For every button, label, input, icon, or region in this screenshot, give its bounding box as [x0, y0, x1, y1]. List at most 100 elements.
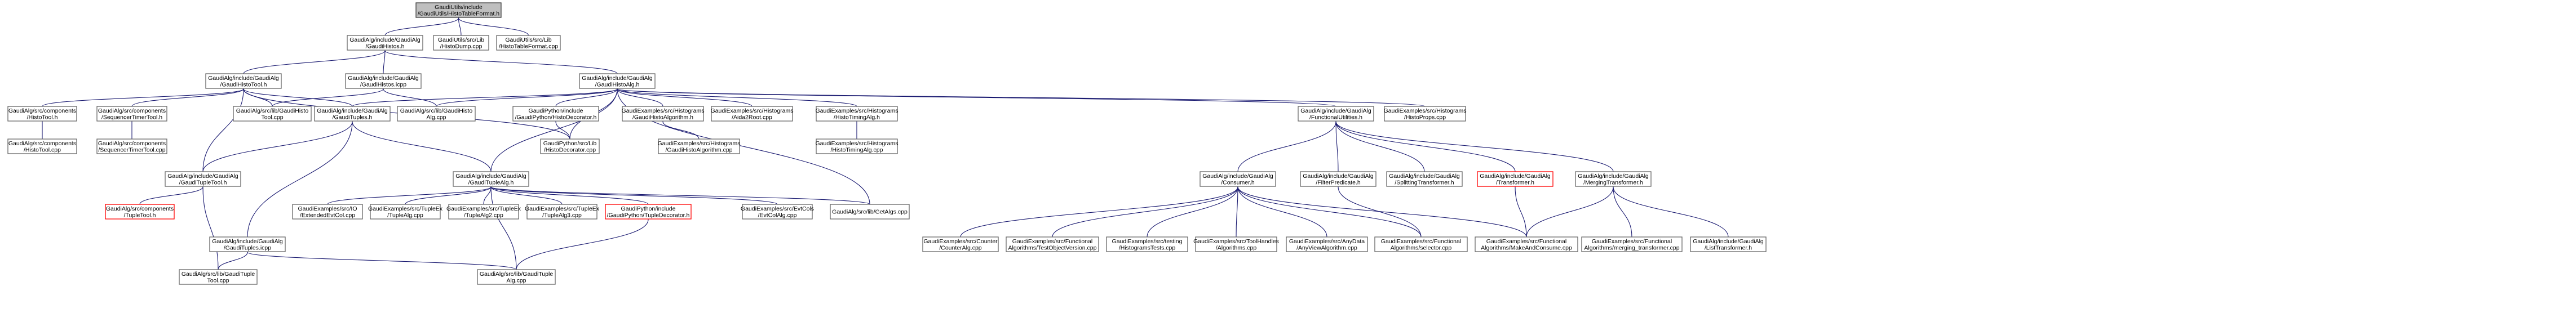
- file-node-label: GaudiAlg/include/GaudiAlg: [167, 173, 238, 180]
- file-node-label: /Consumer.h: [1221, 180, 1255, 186]
- file-node-label: GaudiAlg/include/GaudiAlg: [348, 75, 419, 82]
- file-node[interactable]: GaudiUtils/src/Lib/HistoDump.cpp: [433, 35, 489, 51]
- file-node[interactable]: GaudiExamples/src/Histograms/GaudiHistoA…: [657, 138, 741, 154]
- file-node-label: GaudiAlg/src/lib/GaudiTuple: [182, 271, 255, 278]
- file-node[interactable]: GaudiAlg/include/GaudiAlg/ListTransforme…: [1690, 236, 1767, 252]
- file-node[interactable]: GaudiExamples/src/ToolHandles/Algorithms…: [1193, 236, 1279, 252]
- file-node-box: [1300, 171, 1376, 187]
- file-node-label: GaudiAlg/include/GaudiAlg: [208, 75, 279, 82]
- file-node[interactable]: GaudiAlg/src/lib/GaudiTupleAlg.cpp: [477, 269, 556, 285]
- file-node-label: /GaudiTuples.h: [333, 114, 373, 121]
- file-node-label: /GaudiUtils/HistoTableFormat.h: [418, 11, 499, 17]
- file-node-label: /SequencerTimerTool.cpp: [98, 147, 165, 154]
- file-node[interactable]: GaudiAlg/include/GaudiAlg/Consumer.h: [1200, 171, 1276, 187]
- dependency-edge: [218, 247, 250, 270]
- file-node-box: [496, 35, 561, 51]
- file-node[interactable]: GaudiExamples/src/Counter/CounterAlg.cpp: [922, 236, 999, 252]
- file-node[interactable]: GaudiAlg/include/GaudiAlg/GaudiTuples.ic…: [209, 236, 286, 252]
- file-node-box: [165, 171, 241, 187]
- file-node-box: [1200, 171, 1276, 187]
- file-node-label: /HistoDump.cpp: [440, 43, 483, 50]
- file-node-label: /GaudiHistos.icpp: [360, 82, 406, 88]
- dependency-edge: [247, 117, 355, 238]
- file-node[interactable]: GaudiExamples/src/TupleEx/TupleAlg.cpp: [368, 204, 443, 220]
- dependency-edge: [272, 84, 386, 107]
- file-node[interactable]: GaudiAlg/include/GaudiAlg/Transformer.h: [1477, 171, 1553, 187]
- file-node[interactable]: GaudiExamples/src/Histograms/HistoTiming…: [815, 106, 898, 122]
- file-node[interactable]: GaudiExamples/src/TupleEx/TupleAlg3.cpp: [525, 204, 600, 220]
- file-node[interactable]: GaudiAlg/include/GaudiAlg/GaudiHistos.ic…: [345, 73, 422, 89]
- dependency-edge: [1236, 182, 1327, 238]
- file-node[interactable]: GaudiPython/src/Lib/HistoDecorator.cpp: [540, 138, 600, 154]
- dependency-edge: [1236, 182, 1240, 238]
- file-node-box: [345, 73, 422, 89]
- file-node[interactable]: GaudiAlg/src/lib/GetAlgs.cpp: [830, 204, 910, 220]
- file-node[interactable]: GaudiAlg/include/GaudiAlg/GaudiTupleAlg.…: [453, 171, 529, 187]
- file-node[interactable]: GaudiAlg/src/components/SequencerTimerTo…: [96, 138, 167, 154]
- file-node[interactable]: GaudiExamples/src/Histograms/HistoProps.…: [1383, 106, 1467, 122]
- file-node-label: GaudiAlg/include/GaudiAlg: [212, 238, 283, 245]
- file-node[interactable]: GaudiExamples/src/EvtCols/EvtColAlg.cpp: [741, 204, 814, 220]
- file-node[interactable]: GaudiAlg/src/components/HistoTool.h: [7, 106, 77, 122]
- file-node[interactable]: GaudiExamples/src/Histograms/Aida2Root.c…: [710, 106, 794, 122]
- file-node-label: /GaudiTuples.icpp: [224, 245, 271, 252]
- file-node[interactable]: GaudiExamples/src/FunctionalAlgorithms/M…: [1475, 236, 1578, 252]
- file-node[interactable]: GaudiAlg/include/GaudiAlg/MergingTransfo…: [1575, 171, 1652, 187]
- file-node[interactable]: GaudiPython/include/GaudiPython/TupleDec…: [605, 204, 692, 220]
- file-node[interactable]: GaudiPython/include/GaudiPython/HistoDec…: [512, 106, 599, 122]
- file-node[interactable]: GaudiExamples/src/Histograms/GaudiHistoA…: [621, 106, 705, 122]
- file-node-label: GaudiAlg/src/components: [8, 108, 76, 114]
- file-node-box: [816, 106, 898, 122]
- file-node-label: GaudiPython/include: [529, 108, 583, 114]
- dependency-edge: [1513, 182, 1527, 238]
- file-node-label: /TupleAlg.cpp: [387, 212, 423, 219]
- file-node-label: Alg.cpp: [506, 278, 526, 284]
- file-node[interactable]: GaudiAlg/include/GaudiAlg/FunctionalUtil…: [1298, 106, 1374, 122]
- file-node-box: [96, 106, 167, 122]
- file-node-box: [1195, 236, 1277, 252]
- file-node-label: /HistogramsTests.cpp: [1119, 245, 1176, 252]
- file-node[interactable]: GaudiAlg/include/GaudiAlg/FilterPredicat…: [1300, 171, 1376, 187]
- file-node-box: [415, 2, 502, 18]
- file-node-label: GaudiExamples/src/Counter: [923, 238, 998, 245]
- file-node[interactable]: GaudiAlg/include/GaudiAlg/GaudiHistoTool…: [205, 73, 282, 89]
- file-node-label: GaudiAlg/src/lib/GaudiHisto: [400, 108, 473, 114]
- dependency-edge: [383, 46, 387, 74]
- file-node-label: /ExtendedEvtCol.cpp: [300, 212, 355, 219]
- file-node-box: [605, 204, 692, 220]
- file-node[interactable]: GaudiAlg/include/GaudiAlg/GaudiHistoAlg.…: [579, 73, 656, 89]
- file-node[interactable]: GaudiAlg/src/components/TupleTool.h: [105, 204, 175, 220]
- file-node[interactable]: GaudiAlg/src/lib/GaudiTupleTool.cpp: [179, 269, 258, 285]
- file-node[interactable]: GaudiAlg/include/GaudiAlg/GaudiHistos.h: [347, 35, 423, 51]
- dependency-edge: [554, 117, 570, 140]
- file-node[interactable]: GaudiAlg/src/lib/GaudiHistoAlg.cpp: [397, 106, 476, 122]
- file-node[interactable]: GaudiAlg/src/lib/GaudiHistoTool.cpp: [233, 106, 312, 122]
- file-node[interactable]: GaudiExamples/src/FunctionalAlgorithms/s…: [1374, 236, 1468, 252]
- file-node-box: [711, 106, 793, 122]
- file-node[interactable]: GaudiExamples/src/TupleEx/TupleAlg2.cpp: [446, 204, 521, 220]
- file-node-label: GaudiAlg/include/GaudiAlg: [1578, 173, 1649, 180]
- file-node-label: /CounterAlg.cpp: [939, 245, 981, 252]
- file-node[interactable]: GaudiAlg/include/GaudiAlg/SplittingTrans…: [1386, 171, 1463, 187]
- file-node[interactable]: GaudiExamples/src/FunctionalAlgorithms/T…: [1006, 236, 1099, 252]
- file-node[interactable]: GaudiAlg/src/components/SequencerTimerTo…: [96, 106, 167, 122]
- file-node[interactable]: GaudiAlg/include/GaudiAlg/GaudiTupleTool…: [165, 171, 241, 187]
- file-node[interactable]: GaudiExamples/src/AnyData/AnyViewAlgorit…: [1286, 236, 1368, 252]
- file-node[interactable]: GaudiAlg/src/components/HistoTool.cpp: [7, 138, 77, 154]
- root-file-node[interactable]: GaudiUtils/include/GaudiUtils/HistoTable…: [415, 2, 502, 18]
- file-node-label: GaudiExamples/src/Histograms: [815, 140, 898, 147]
- file-node[interactable]: GaudiExamples/src/testing/HistogramsTest…: [1106, 236, 1188, 252]
- file-node-label: GaudiAlg/include/GaudiAlg: [582, 75, 653, 82]
- file-node[interactable]: GaudiUtils/src/Lib/HistoTableFormat.cpp: [496, 35, 561, 51]
- file-node-label: Algorithms/MakeAndConsume.cpp: [1481, 245, 1572, 252]
- file-node-box: [233, 106, 312, 122]
- file-node[interactable]: GaudiExamples/src/Histograms/HistoTiming…: [815, 138, 898, 154]
- file-node-box: [96, 138, 167, 154]
- file-node-label: GaudiPython/include: [621, 205, 676, 212]
- file-node[interactable]: GaudiAlg/include/GaudiAlg/GaudiTuples.h: [314, 106, 391, 122]
- file-node[interactable]: GaudiExamples/src/IO/ExtendedEvtCol.cpp: [292, 204, 363, 220]
- file-node-box: [1374, 236, 1468, 252]
- file-node[interactable]: GaudiExamples/src/FunctionalAlgorithms/m…: [1581, 236, 1683, 252]
- file-node-label: /HistoTableFormat.cpp: [499, 43, 558, 50]
